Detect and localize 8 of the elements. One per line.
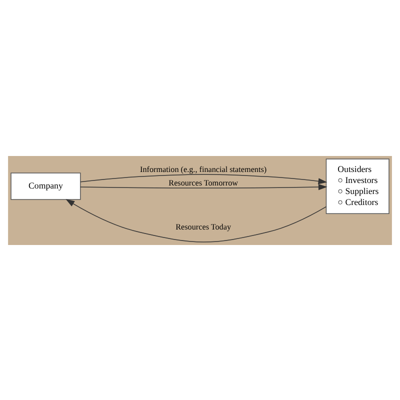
edge-label: Resources Today — [176, 222, 231, 232]
edge-label: Information (e.g., financial statements) — [140, 164, 267, 174]
edge-label: Resources Tomorrow — [168, 178, 238, 187]
arrow — [80, 183, 328, 190]
arrow — [66, 198, 327, 242]
node-box: Company — [10, 172, 81, 200]
node-box: Outsiders ○ Investors ○ Suppliers ○ Creditors — [326, 158, 390, 214]
arrow — [80, 174, 328, 184]
